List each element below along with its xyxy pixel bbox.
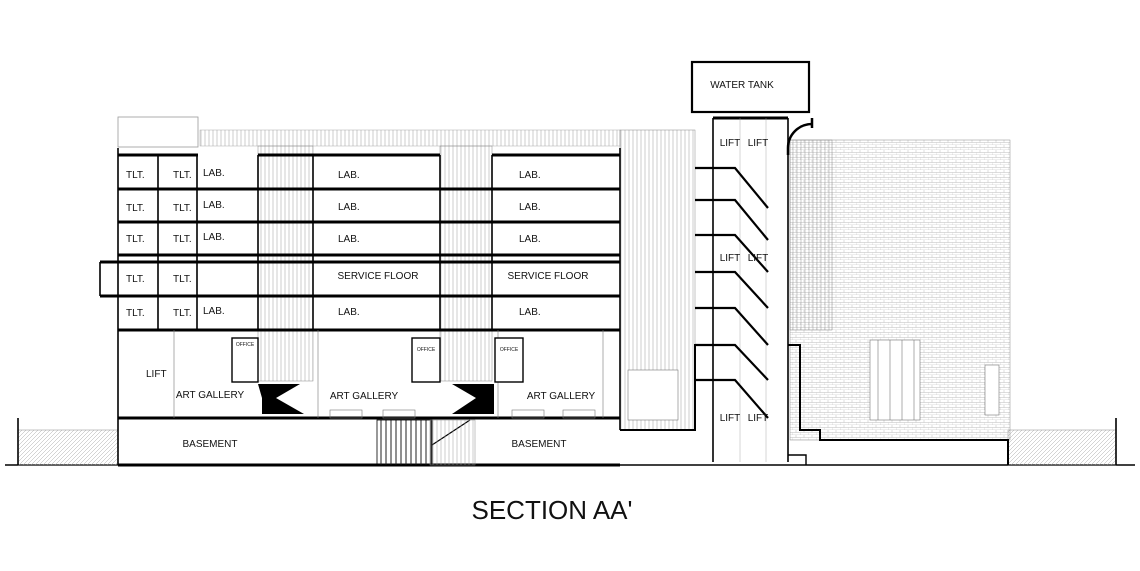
toilet-label: TLT. — [126, 203, 145, 214]
roof-railing — [199, 129, 621, 147]
lift-label: LIFT — [720, 138, 741, 149]
lift-label: LIFT — [748, 138, 769, 149]
toilet-label: TLT. — [173, 274, 192, 285]
art-gallery-label: ART GALLERY — [176, 390, 245, 401]
drawing-title: SECTION AA' — [471, 495, 632, 525]
art-gallery-label: ART GALLERY — [527, 391, 596, 402]
office-label: OFFICE — [236, 342, 255, 348]
lab-label: LAB. — [338, 202, 360, 213]
toilet-label: TLT. — [173, 234, 192, 245]
lab-label: LAB. — [519, 202, 541, 213]
lab-label: LAB. — [203, 306, 225, 317]
lift-label: LIFT — [748, 253, 769, 264]
water-tank-label: WATER TANK — [710, 80, 774, 91]
lift-label: LIFT — [720, 413, 741, 424]
room-labels: WATER TANK LIFT LIFT LIFT LIFT LIFT LIFT… — [126, 80, 774, 450]
toilet-label: TLT. — [126, 170, 145, 181]
site-hatch-left — [17, 429, 119, 466]
lab-label: LAB. — [203, 232, 225, 243]
lab-label: LAB. — [519, 234, 541, 245]
lab-label: LAB. — [519, 170, 541, 181]
lab-label: LAB. — [203, 168, 225, 179]
water-tank — [690, 60, 811, 114]
facade-window — [984, 364, 1000, 416]
lab-label: LAB. — [338, 170, 360, 181]
toilet-label: TLT. — [126, 234, 145, 245]
service-floor-label: SERVICE FLOOR — [508, 271, 589, 282]
toilet-label: TLT. — [173, 170, 192, 181]
toilet-label: TLT. — [173, 308, 192, 319]
lab-label: LAB. — [338, 307, 360, 318]
basement-label: BASEMENT — [511, 439, 566, 450]
lab-label: LAB. — [338, 234, 360, 245]
lift-label: LIFT — [146, 369, 167, 380]
office-label: OFFICE — [500, 347, 519, 353]
lift-label: LIFT — [720, 253, 741, 264]
facade-opening — [869, 339, 921, 421]
toilet-label: TLT. — [173, 203, 192, 214]
art-gallery-label: ART GALLERY — [330, 391, 399, 402]
toilet-label: TLT. — [126, 274, 145, 285]
roof-box — [117, 116, 199, 148]
toilet-label: TLT. — [126, 308, 145, 319]
lab-label: LAB. — [519, 307, 541, 318]
service-floor-label: SERVICE FLOOR — [338, 271, 419, 282]
lift-label: LIFT — [748, 413, 769, 424]
main-building — [99, 148, 621, 467]
site-hatch-right — [1007, 429, 1117, 466]
basement-label: BASEMENT — [182, 439, 237, 450]
lift-tower — [620, 116, 1009, 465]
facade-fins — [789, 139, 833, 331]
lab-label: LAB. — [203, 200, 225, 211]
office-label: OFFICE — [417, 347, 436, 353]
